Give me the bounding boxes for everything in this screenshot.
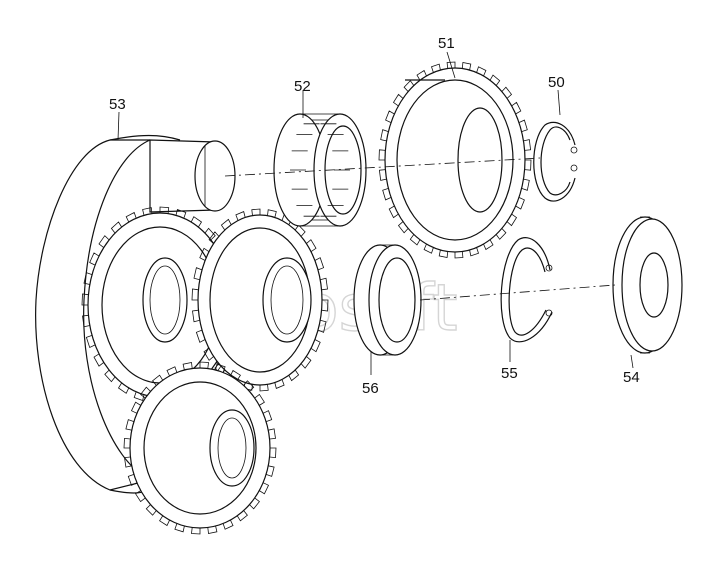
part-52-roller-bearing [273,113,367,227]
callout-53: 53 [109,96,126,113]
callout-50: 50 [548,74,565,91]
part-56-ball-bearing [353,244,422,356]
part-50-snap-ring [533,121,578,202]
assembly-axes [224,157,616,301]
part-53-planet-gear-left [81,206,239,404]
part-53-carrier [35,134,236,494]
part-51-gear [378,61,532,259]
callout-56: 56 [362,380,379,397]
callout-51: 51 [438,35,455,52]
callout-52: 52 [294,78,311,95]
part-53-planet-gear-middle [191,208,329,392]
callout-55: 55 [501,365,518,382]
callout-54: 54 [623,369,640,386]
part-53-planet-gear-bottom [123,361,277,535]
leader-lines [117,51,634,375]
part-55-retaining-ring [500,237,553,343]
part-54-thrust-washer [612,216,683,354]
